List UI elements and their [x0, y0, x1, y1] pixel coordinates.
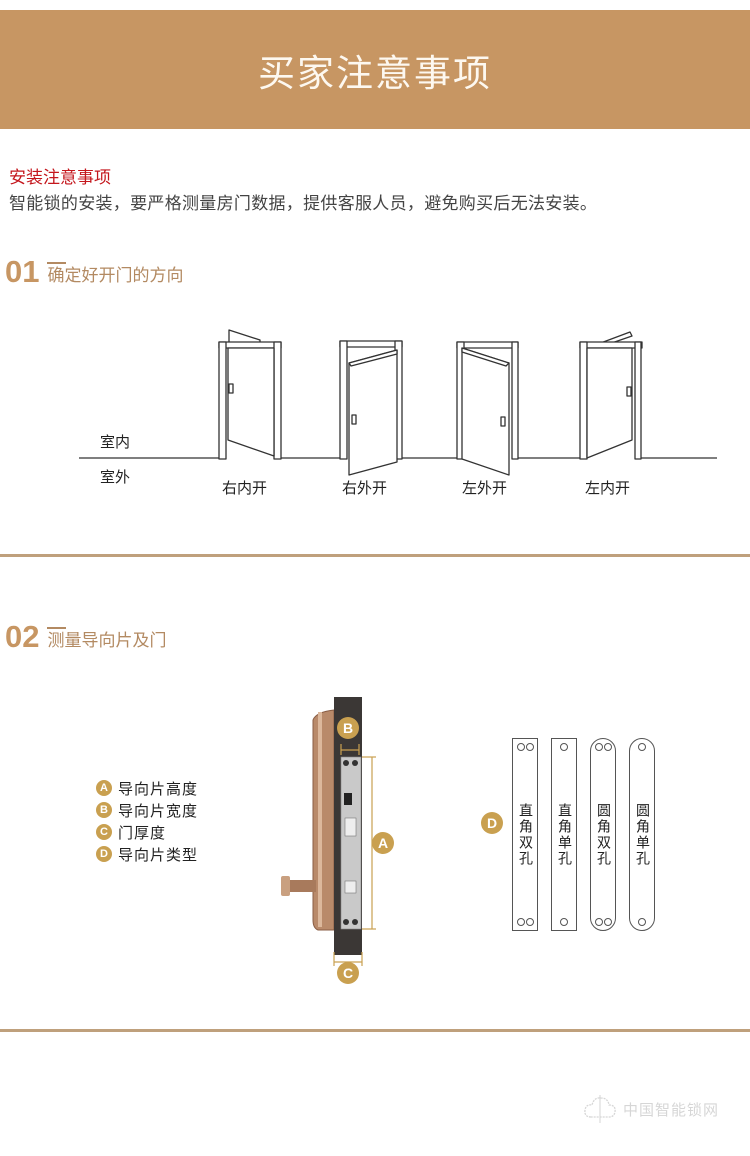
section-divider — [0, 554, 750, 557]
plate-square-single-hole: 直角单孔 — [551, 738, 577, 931]
badge-a-icon: A — [96, 780, 112, 796]
badge-b-icon: B — [337, 717, 359, 739]
badge-d-icon: D — [96, 846, 112, 862]
legend-item-b: B 导向片宽度 — [96, 799, 198, 821]
section-title: 测量导向片及门 — [47, 627, 167, 651]
header-banner: 买家注意事项 — [0, 10, 750, 129]
badge-c-icon: C — [337, 962, 359, 984]
door-label-right-inward: 右内开 — [222, 479, 268, 497]
page-title: 买家注意事项 — [258, 51, 492, 95]
section-divider — [0, 1029, 750, 1032]
cloud-logo-icon — [584, 1095, 616, 1123]
measurement-legend: A 导向片高度 B 导向片宽度 C 门厚度 D 导向片类型 — [96, 777, 198, 865]
notice-title: 安装注意事项 — [9, 168, 111, 188]
section-number: 01 — [5, 254, 40, 289]
door-direction-diagram: 室内 室外 右内开 右外开 左外开 左内开 — [0, 320, 750, 510]
door-label-left-outward: 左外开 — [462, 479, 508, 497]
badge-c-icon: C — [96, 824, 112, 840]
legend-item-a: A 导向片高度 — [96, 777, 198, 799]
plate-round-double-hole: 圆角双孔 — [590, 738, 616, 931]
door-label-right-outward: 右外开 — [342, 479, 388, 497]
doors-illustration — [79, 329, 717, 476]
legend-item-d: D 导向片类型 — [96, 843, 198, 865]
badge-a-icon: A — [372, 832, 394, 854]
badge-d-icon: D — [481, 812, 503, 834]
section-number: 02 — [5, 619, 40, 654]
section-01-heading: 01 确定好开门的方向 — [5, 256, 183, 287]
outdoor-label: 室外 — [100, 468, 131, 486]
watermark: 中国智能锁网 — [583, 1093, 719, 1125]
indoor-label: 室内 — [100, 433, 131, 451]
door-label-left-inward: 左内开 — [585, 479, 631, 497]
section-02-heading: 02 测量导向片及门 — [5, 621, 166, 652]
notice-body: 智能锁的安装，要严格测量房门数据，提供客服人员，避免购买后无法安装。 — [9, 194, 598, 214]
plate-round-single-hole: 圆角单孔 — [629, 738, 655, 931]
badge-b-icon: B — [96, 802, 112, 818]
plate-square-double-hole: 直角双孔 — [512, 738, 538, 931]
legend-item-c: C 门厚度 — [96, 821, 198, 843]
lock-side-view-illustration — [281, 697, 376, 966]
section-title: 确定好开门的方向 — [47, 262, 184, 286]
